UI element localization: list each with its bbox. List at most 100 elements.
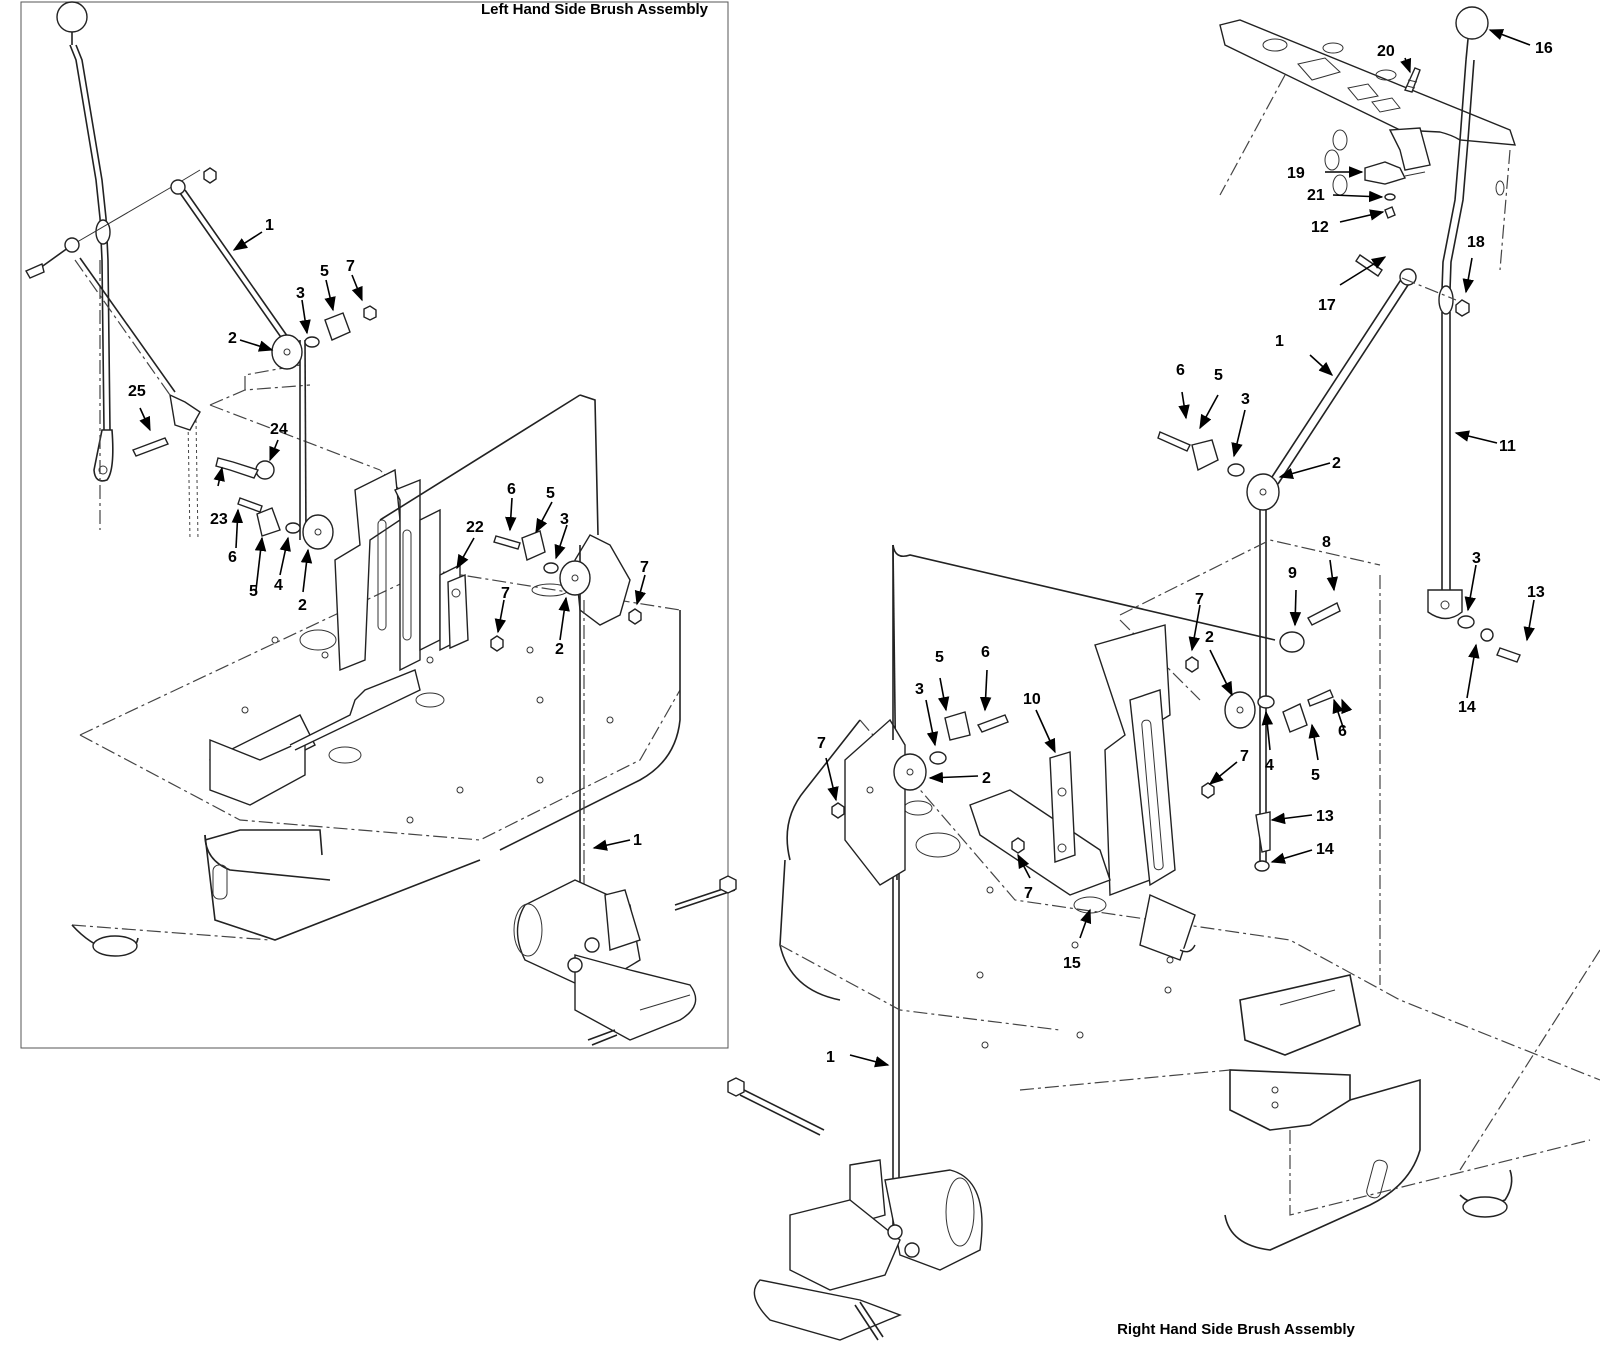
callout-23: 23 — [210, 511, 228, 528]
callout-3: 3 — [560, 511, 569, 528]
callout-5: 5 — [935, 649, 944, 666]
callout-6: 6 — [981, 644, 990, 661]
left-nut-icon — [363, 305, 377, 321]
callout-5: 5 — [1214, 367, 1223, 384]
callout-1: 1 — [633, 832, 642, 849]
right-switch-icon — [1364, 161, 1406, 185]
left-pulley-icon — [559, 560, 591, 596]
callout-18: 18 — [1467, 234, 1485, 251]
callout-2: 2 — [982, 770, 991, 787]
left-control-lever — [56, 1, 199, 541]
right-pulley-icon — [1224, 691, 1256, 729]
callout-7: 7 — [1024, 885, 1033, 902]
left-assembly-panel: Left Hand Side Brush Assembly — [20, 1, 737, 1049]
callout-2: 2 — [555, 641, 564, 658]
callout-3: 3 — [1241, 391, 1250, 408]
callout-6: 6 — [1176, 362, 1185, 379]
callout-2: 2 — [298, 597, 307, 614]
callout-1: 1 — [1275, 333, 1284, 350]
callout-7: 7 — [501, 585, 510, 602]
left-chassis-holes — [241, 629, 614, 824]
callout-2: 2 — [228, 330, 237, 347]
callout-10: 10 — [1023, 691, 1041, 708]
callout-3: 3 — [915, 681, 924, 698]
right-assembly-title: Right Hand Side Brush Assembly — [1117, 1321, 1355, 1338]
callout-7: 7 — [1240, 748, 1249, 765]
callout-7: 7 — [1195, 591, 1204, 608]
callout-12: 12 — [1311, 219, 1329, 236]
right-pulley-icon — [1246, 473, 1280, 511]
right-control-lever — [1404, 6, 1489, 620]
right-pulleys-fasteners — [831, 254, 1521, 872]
right-nut-icon — [1011, 837, 1025, 854]
callout-17: 17 — [1318, 297, 1336, 314]
left-lever-knob-icon — [56, 1, 88, 33]
left-panel-frame — [20, 1, 729, 1049]
right-washer-icon — [1480, 628, 1494, 642]
callout-1: 1 — [265, 217, 274, 234]
callout-21: 21 — [1307, 187, 1325, 204]
callout-1: 1 — [826, 1049, 835, 1066]
left-nut-icon — [490, 635, 504, 652]
callout-7: 7 — [346, 258, 355, 275]
callout-25: 25 — [128, 383, 146, 400]
right-assembly-panel: Right Hand Side Brush Assembly — [727, 6, 1600, 1341]
callout-14: 14 — [1458, 699, 1476, 716]
callout-11: 11 — [1499, 438, 1516, 455]
callout-24: 24 — [270, 421, 288, 438]
left-callouts: 1 2 3 5 7 25 24 23 6 5 4 2 22 6 5 3 2 7 … — [128, 217, 649, 849]
right-nut-icon — [831, 802, 845, 819]
left-linkage — [39, 169, 585, 920]
callout-13: 13 — [1527, 584, 1545, 601]
callout-15: 15 — [1063, 955, 1081, 972]
callout-14: 14 — [1316, 841, 1334, 858]
left-pulley-icon — [302, 514, 334, 550]
left-assembly-title: Left Hand Side Brush Assembly — [481, 1, 709, 18]
callout-19: 19 — [1287, 165, 1305, 182]
right-washer-icon — [1279, 631, 1305, 653]
callout-3: 3 — [296, 285, 305, 302]
callout-8: 8 — [1322, 534, 1331, 551]
left-pulleys-fasteners — [25, 167, 642, 652]
callout-6: 6 — [228, 549, 237, 566]
right-bracket — [844, 545, 1361, 1056]
callout-6: 6 — [1338, 723, 1347, 740]
callout-4: 4 — [274, 577, 283, 594]
right-callouts: 16 20 19 21 12 18 17 1 6 5 3 2 11 8 9 3 … — [817, 40, 1553, 1066]
left-nut-icon — [628, 608, 642, 625]
right-chassis — [779, 539, 1600, 1251]
callout-3: 3 — [1472, 550, 1481, 567]
right-chassis-holes — [903, 800, 1279, 1109]
callout-9: 9 — [1288, 565, 1297, 582]
left-pulley-icon — [271, 334, 303, 370]
right-nut-icon — [1201, 782, 1215, 799]
right-control-plate — [1219, 19, 1517, 271]
callout-5: 5 — [1311, 767, 1320, 784]
left-chassis — [71, 364, 681, 957]
callout-5: 5 — [546, 485, 555, 502]
right-washer-icon — [1254, 860, 1270, 872]
right-nut-icon — [1455, 299, 1470, 317]
callout-5: 5 — [249, 583, 258, 600]
callout-16: 16 — [1535, 40, 1553, 57]
right-leaders — [825, 29, 1535, 1068]
callout-7: 7 — [640, 559, 649, 576]
left-brush-motor — [513, 875, 737, 1046]
callout-2: 2 — [1205, 629, 1214, 646]
callout-13: 13 — [1316, 808, 1334, 825]
callout-20: 20 — [1377, 43, 1395, 60]
right-lever-knob-icon — [1455, 6, 1489, 40]
callout-2: 2 — [1332, 455, 1341, 472]
left-nut-icon — [203, 167, 217, 184]
callout-5: 5 — [320, 263, 329, 280]
right-brush-motor — [727, 1077, 983, 1341]
left-leaders — [139, 231, 646, 851]
callout-6: 6 — [507, 481, 516, 498]
callout-22: 22 — [466, 519, 484, 536]
callout-4: 4 — [1265, 757, 1274, 774]
right-pulley-icon — [893, 753, 927, 791]
left-bracket — [209, 394, 631, 806]
callout-7: 7 — [817, 735, 826, 752]
right-nut-icon — [1185, 656, 1199, 673]
